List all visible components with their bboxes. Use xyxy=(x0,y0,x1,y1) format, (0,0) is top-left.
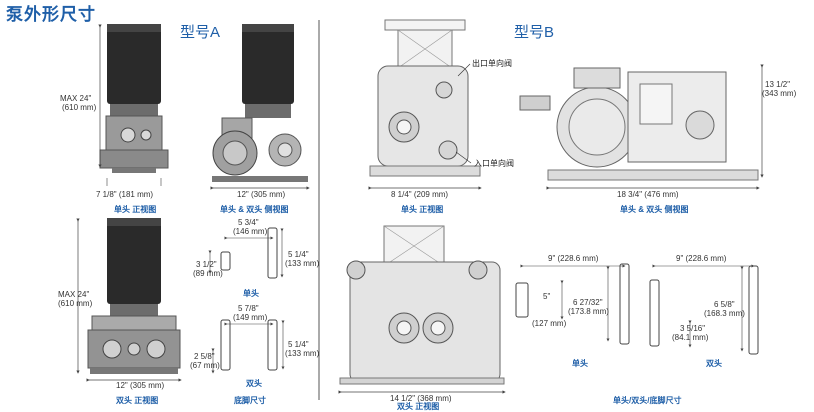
model-a-fp-double-d1: 5 7/8" xyxy=(238,304,259,313)
model-a-double-height: MAX 24" xyxy=(58,290,90,299)
model-b-fp-single-h2-mm: (173.8 mm) xyxy=(568,307,609,316)
model-a-single-front-dims xyxy=(98,24,162,186)
model-b-fp-double-h2: 3 5/16" xyxy=(680,324,706,333)
model-b-fp-single-width: 9" (228.6 mm) xyxy=(548,254,599,263)
model-a-single-height: MAX 24" xyxy=(60,94,92,103)
model-a-footprint-double-drawing xyxy=(211,319,285,374)
model-b-footprint-single-drawing xyxy=(515,263,630,345)
model-b-single-caption: 单头 正视图 xyxy=(401,205,444,214)
model-a-double-front-dims xyxy=(76,218,182,382)
page-title: 泵外形尺寸 xyxy=(6,5,96,24)
model-a-fp-double-label: 双头 xyxy=(246,379,262,388)
model-b-label: 型号B xyxy=(514,24,555,41)
model-a-double-front-drawing xyxy=(87,218,181,374)
model-a-fp-single-d3: 5 1/4" xyxy=(288,250,309,259)
outlet-valve-callout: 出口单向阀 xyxy=(472,59,512,68)
model-a-fp-double-d3-mm: (133 mm) xyxy=(285,349,320,358)
model-a-double-width: 12" (305 mm) xyxy=(116,381,165,390)
model-b-double-width: 14 1/2" (368 mm) xyxy=(390,394,452,403)
model-a-fp-double-d2-mm: (67 mm) xyxy=(190,361,220,370)
model-a-fp-single-d1-mm: (146 mm) xyxy=(233,227,268,236)
model-b-double-front-drawing xyxy=(338,225,506,394)
model-b-side-height: 13 1/2" xyxy=(765,80,791,89)
model-b-fp-double-label: 双头 xyxy=(706,359,722,368)
model-b-single-front-drawing xyxy=(368,19,482,190)
model-b-fp-caption: 单头/双头/底脚尺寸 xyxy=(613,396,682,405)
model-a-double-height-mm: (610 mm) xyxy=(58,299,93,308)
model-a-side-width: 12" (305 mm) xyxy=(237,190,286,199)
model-b-fp-double-h1: 6 5/8" xyxy=(714,300,735,309)
model-b-fp-double-width: 9" (228.6 mm) xyxy=(676,254,727,263)
model-b-fp-single-h1-mm: (127 mm) xyxy=(532,319,567,328)
model-b-fp-single-h1: 5" xyxy=(543,292,551,301)
model-a-single-height-mm: (610 mm) xyxy=(62,103,97,112)
model-a-footprint-single-drawing xyxy=(208,227,284,279)
model-a-fp-double-d2: 2 5/8" xyxy=(194,352,215,361)
model-a-fp-single-d2: 3 1/2" xyxy=(196,260,217,269)
model-a-single-caption: 单头 正视图 xyxy=(114,205,157,214)
model-a-label: 型号A xyxy=(180,24,221,41)
model-a-fp-single-d3-mm: (133 mm) xyxy=(285,259,320,268)
inlet-valve-callout: 入口单向阀 xyxy=(474,159,514,168)
model-b-side-width: 18 3/4" (476 mm) xyxy=(617,190,679,199)
model-a-side-drawing xyxy=(212,24,308,182)
model-b-fp-double-h2-mm: (84.1 mm) xyxy=(672,333,709,342)
model-a-single-front-drawing xyxy=(99,24,169,173)
model-a-side-caption: 单头 & 双头 侧视图 xyxy=(220,205,289,214)
model-a-fp-caption: 底脚尺寸 xyxy=(234,396,266,405)
model-a-fp-double-d3: 5 1/4" xyxy=(288,340,309,349)
model-a-fp-single-d1: 5 3/4" xyxy=(238,218,259,227)
model-a-fp-single-d2-mm: (89 mm) xyxy=(193,269,223,278)
model-a-fp-double-d1-mm: (149 mm) xyxy=(233,313,268,322)
model-b-fp-double-h1-mm: (168.3 mm) xyxy=(704,309,745,318)
model-b-side-drawing xyxy=(519,64,764,190)
model-b-fp-single-h2: 6 27/32" xyxy=(573,298,603,307)
model-b-side-caption: 单头 & 双头 侧视图 xyxy=(620,205,689,214)
model-b-side-height-mm: (343 mm) xyxy=(762,89,797,98)
model-b-footprint-double-drawing xyxy=(649,264,759,355)
model-b-fp-single-label: 单头 xyxy=(572,359,588,368)
model-a-fp-single-label: 单头 xyxy=(243,289,259,298)
model-a-double-caption: 双头 正视图 xyxy=(116,396,159,405)
model-a-single-width: 7 1/8" (181 mm) xyxy=(96,190,154,199)
model-b-single-width: 8 1/4" (209 mm) xyxy=(391,190,449,199)
model-b-double-caption: 双头 正视图 xyxy=(397,402,440,411)
